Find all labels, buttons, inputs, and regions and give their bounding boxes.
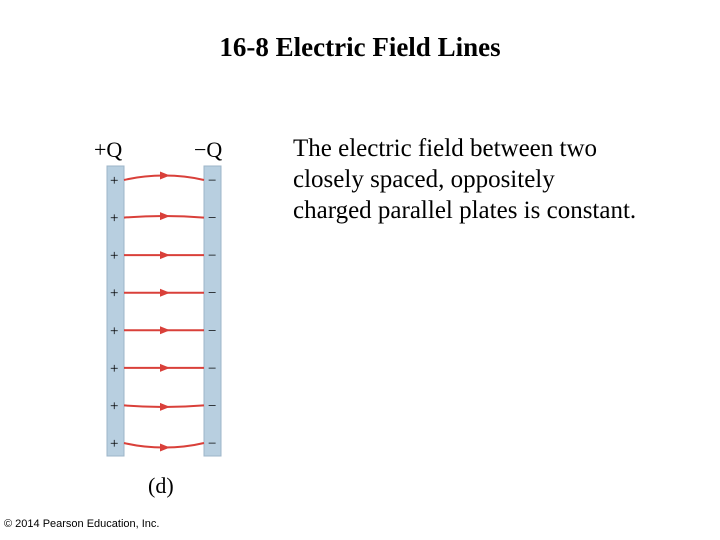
field-arrow: [160, 288, 170, 297]
copyright-notice: © 2014 Pearson Education, Inc.: [4, 518, 160, 530]
field-arrow: [160, 363, 170, 372]
negative-plate: [203, 165, 222, 457]
positive-charge-sign: +: [110, 398, 118, 414]
positive-plate: [106, 165, 125, 457]
negative-charge-sign: −: [208, 398, 216, 414]
negative-charge-sign: −: [208, 173, 216, 189]
figure-caption: (d): [148, 473, 174, 498]
field-arrow: [160, 443, 170, 452]
positive-charge-sign: +: [110, 286, 118, 302]
positive-charge-sign: +: [110, 361, 118, 377]
body-line-2: closely spaced, oppositely: [293, 166, 555, 193]
negative-charge-sign: −: [208, 323, 216, 339]
field-arrow: [160, 326, 170, 335]
positive-plate-label: +Q: [94, 137, 122, 162]
positive-charge-sign: +: [110, 323, 118, 339]
negative-charge-sign: −: [208, 211, 216, 227]
field-lines: + − + − + − + − + − + − + − + −: [110, 171, 216, 452]
body-line-3: charged parallel plates is constant.: [293, 197, 637, 224]
negative-charge-sign: −: [208, 286, 216, 302]
positive-charge-sign: +: [110, 436, 118, 452]
field-arrow: [160, 212, 170, 221]
positive-charge-sign: +: [110, 211, 118, 227]
slide-body-text: The electric field between two closely s…: [293, 133, 713, 226]
negative-charge-sign: −: [208, 436, 216, 452]
field-arrow: [160, 402, 170, 411]
negative-plate-label: −Q: [194, 137, 222, 162]
slide-title: 16-8 Electric Field Lines: [219, 32, 501, 62]
field-arrow: [160, 171, 170, 180]
positive-charge-sign: +: [110, 173, 118, 189]
negative-charge-sign: −: [208, 361, 216, 377]
negative-charge-sign: −: [208, 248, 216, 264]
body-line-1: The electric field between two: [293, 135, 598, 162]
positive-charge-sign: +: [110, 248, 118, 264]
field-arrow: [160, 251, 170, 260]
